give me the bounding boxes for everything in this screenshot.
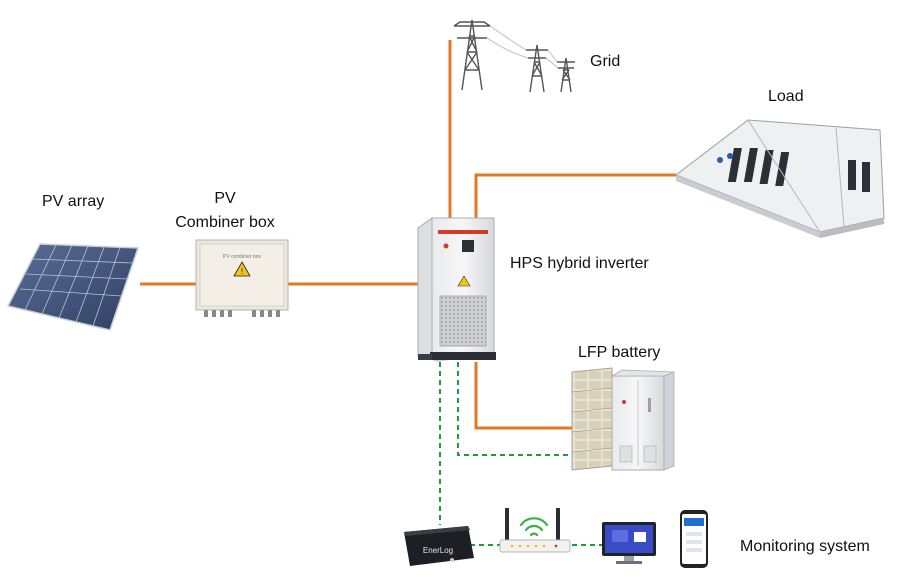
solar-panel-icon bbox=[6, 243, 140, 331]
wifi-router-icon bbox=[499, 508, 571, 553]
comm-lines bbox=[439, 362, 602, 546]
inverter-cabinet-icon bbox=[417, 217, 496, 362]
smartphone-icon bbox=[680, 510, 708, 568]
svg-text:!: ! bbox=[241, 267, 243, 276]
enerlog-text: EnerLog bbox=[423, 546, 453, 555]
warning-icon bbox=[233, 261, 251, 277]
battery-label: LFP battery bbox=[578, 344, 660, 361]
combiner-plate-text: PV combiner box bbox=[223, 254, 262, 260]
grid-label: Grid bbox=[590, 53, 620, 70]
pv-array-label: PV array bbox=[42, 193, 104, 210]
transmission-tower-icon bbox=[453, 19, 575, 93]
data-logger-icon: EnerLog bbox=[404, 526, 474, 566]
power-lines bbox=[140, 40, 676, 430]
combiner-box-icon: PV combiner box ! bbox=[195, 239, 289, 317]
comm-line-battery bbox=[457, 362, 572, 456]
power-line-battery bbox=[474, 362, 572, 430]
desktop-monitor-icon bbox=[602, 522, 656, 564]
building-floorplan-icon bbox=[674, 119, 885, 238]
wifi-signal-icon bbox=[519, 517, 549, 537]
combiner-label-line1: PV bbox=[214, 190, 236, 207]
load-label: Load bbox=[768, 88, 804, 105]
combiner-label-line2: Combiner box bbox=[175, 214, 275, 231]
battery-rack-icon bbox=[571, 367, 675, 471]
inverter-label: HPS hybrid inverter bbox=[510, 255, 649, 272]
monitoring-label: Monitoring system bbox=[740, 538, 870, 555]
power-line-load bbox=[474, 173, 676, 225]
